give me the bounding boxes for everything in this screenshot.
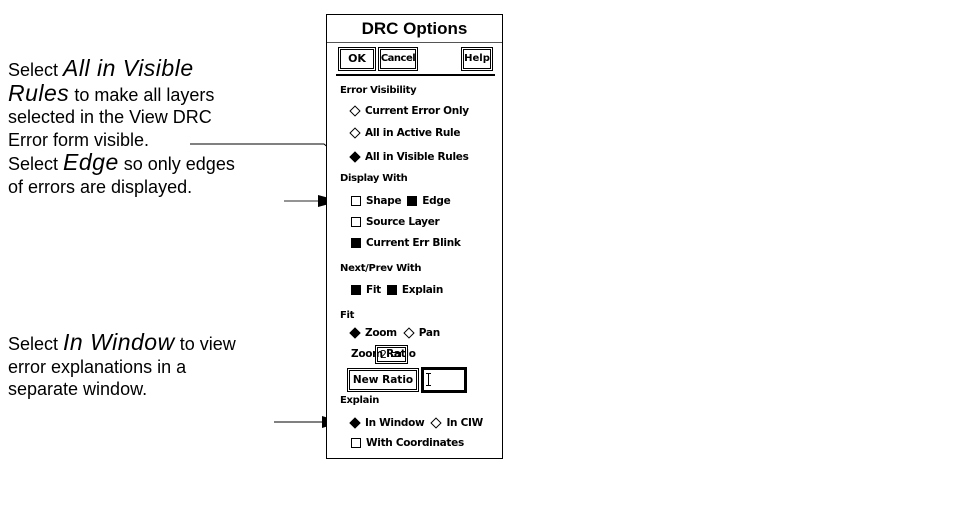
diamond-radio-selected-icon <box>349 327 361 339</box>
annotation-visibility-edge: Select All in Visible Rules to make all … <box>8 57 308 198</box>
display-with-row: Shape Edge <box>351 194 451 208</box>
checkbox-shape[interactable]: Shape <box>351 194 402 208</box>
radio-current-error-only[interactable]: Current Error Only <box>349 104 469 118</box>
diamond-radio-selected-icon <box>349 151 361 163</box>
option-label: In Window <box>365 417 425 429</box>
zoom-ratio-cyclic-field[interactable]: 2 <box>375 345 408 364</box>
option-label: All in Visible Rules <box>365 151 469 163</box>
option-label: Current Err Blink <box>366 237 461 249</box>
drc-options-form: DRC Options OK Cancel Help Error Visibil… <box>326 14 503 459</box>
checkbox-icon <box>351 438 361 448</box>
option-label: Pan <box>418 327 440 339</box>
option-label: With Coordinates <box>366 437 464 449</box>
annotation-text: of errors are displayed. <box>8 176 193 197</box>
annotation-text: so only edges <box>118 154 235 174</box>
option-label: Explain <box>401 284 444 296</box>
text-cursor-icon <box>426 373 431 386</box>
annotation-emphasis: Rules <box>8 79 70 106</box>
checkbox-explain[interactable]: Explain <box>386 283 444 297</box>
diamond-radio-icon <box>349 105 361 117</box>
option-label: Zoom <box>365 327 397 339</box>
divider <box>336 74 495 76</box>
option-label: Edge <box>422 195 451 207</box>
radio-zoom[interactable]: Zoom <box>349 326 397 340</box>
error-visibility-label: Error Visibility <box>340 85 417 96</box>
zoom-ratio-value: 2 <box>380 348 387 361</box>
explain-row: In Window In CIW <box>349 416 483 430</box>
option-label: Fit <box>366 284 381 296</box>
explain-label: Explain <box>340 395 380 406</box>
annotation-text: Select <box>8 334 64 354</box>
annotation-text: error explanations in a <box>8 356 187 377</box>
checkbox-icon <box>351 217 361 227</box>
display-with-label: Display With <box>340 173 408 184</box>
checkbox-checked-icon <box>407 196 418 206</box>
annotation-emphasis: All in Visible <box>63 55 194 81</box>
option-label: All in Active Rule <box>365 127 461 139</box>
fit-row: Zoom Pan <box>349 326 440 340</box>
ok-button[interactable]: OK <box>338 47 376 71</box>
diamond-radio-icon <box>349 127 361 139</box>
diamond-radio-icon <box>403 327 415 339</box>
annotation-text: selected in the View DRC <box>8 107 212 127</box>
cyclic-field-icon <box>391 352 401 357</box>
annotation-text: Error form visible. <box>8 129 150 150</box>
annotation-text: separate window. <box>8 379 148 399</box>
checkbox-checked-icon <box>351 238 361 248</box>
checkbox-current-err-blink[interactable]: Current Err Blink <box>351 236 461 250</box>
fit-label: Fit <box>340 310 355 321</box>
next-prev-with-label: Next/Prev With <box>340 263 422 274</box>
checkbox-source-layer[interactable]: Source Layer <box>351 215 440 229</box>
checkbox-fit[interactable]: Fit <box>351 283 381 297</box>
checkbox-edge[interactable]: Edge <box>407 194 451 208</box>
new-ratio-input[interactable] <box>421 367 467 393</box>
radio-in-window[interactable]: In Window <box>349 416 425 430</box>
option-label: In CIW <box>446 417 483 429</box>
option-label: Source Layer <box>366 216 440 228</box>
form-title: DRC Options <box>327 15 502 43</box>
diamond-radio-icon <box>430 417 442 429</box>
annotation-in-window: Select In Window to view error explanati… <box>8 331 308 401</box>
annotation-text: Select <box>8 60 64 80</box>
checkbox-checked-icon <box>351 285 361 295</box>
option-label: Shape <box>366 195 402 207</box>
option-label: Current Error Only <box>365 105 469 117</box>
checkbox-checked-icon <box>386 285 397 295</box>
radio-all-in-visible-rules[interactable]: All in Visible Rules <box>349 150 469 164</box>
cancel-button[interactable]: Cancel <box>378 47 418 71</box>
annotation-text: to make all layers <box>69 84 215 105</box>
zoom-ratio-label: Zoom Ratio <box>351 348 416 360</box>
next-prev-with-row: Fit Explain <box>351 283 443 297</box>
annotation-text: Select <box>8 154 64 174</box>
radio-in-ciw[interactable]: In CIW <box>430 416 483 430</box>
annotation-emphasis: Edge <box>63 149 119 175</box>
help-button[interactable]: Help <box>461 47 493 71</box>
radio-all-in-active-rule[interactable]: All in Active Rule <box>349 126 460 140</box>
annotation-text: to view <box>174 334 236 354</box>
new-ratio-button[interactable]: New Ratio <box>347 368 419 392</box>
radio-pan[interactable]: Pan <box>403 326 440 340</box>
checkbox-with-coordinates[interactable]: With Coordinates <box>351 436 464 450</box>
checkbox-icon <box>351 196 361 206</box>
diamond-radio-selected-icon <box>349 417 361 429</box>
annotation-emphasis: In Window <box>63 329 175 355</box>
